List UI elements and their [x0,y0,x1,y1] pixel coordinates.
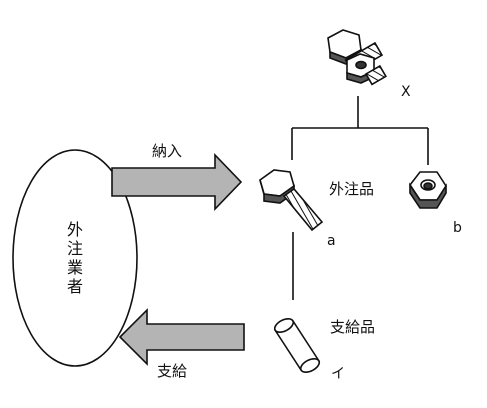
vendor-label: 外注業者 [66,220,83,296]
delivery-arrow [111,153,243,211]
part-b-label: b [453,220,462,236]
part-x-label: X [401,84,411,100]
structure-tree-lines [291,96,429,300]
part-a-label: a [327,233,336,249]
supply-arrow [118,308,245,366]
supply-label: 支給 [157,362,188,380]
round-bar-stock-icon [273,318,321,373]
bolt-and-nut-assembly-icon [327,29,387,86]
hex-bolt-icon [259,169,324,232]
part-i-label: イ [331,366,345,382]
delivery-label: 納入 [152,142,183,160]
supplied-part-label: 支給品 [330,318,376,336]
outsourced-part-label: 外注品 [329,180,375,198]
vendor-ellipse [12,149,138,367]
hex-nut-icon [409,171,447,209]
